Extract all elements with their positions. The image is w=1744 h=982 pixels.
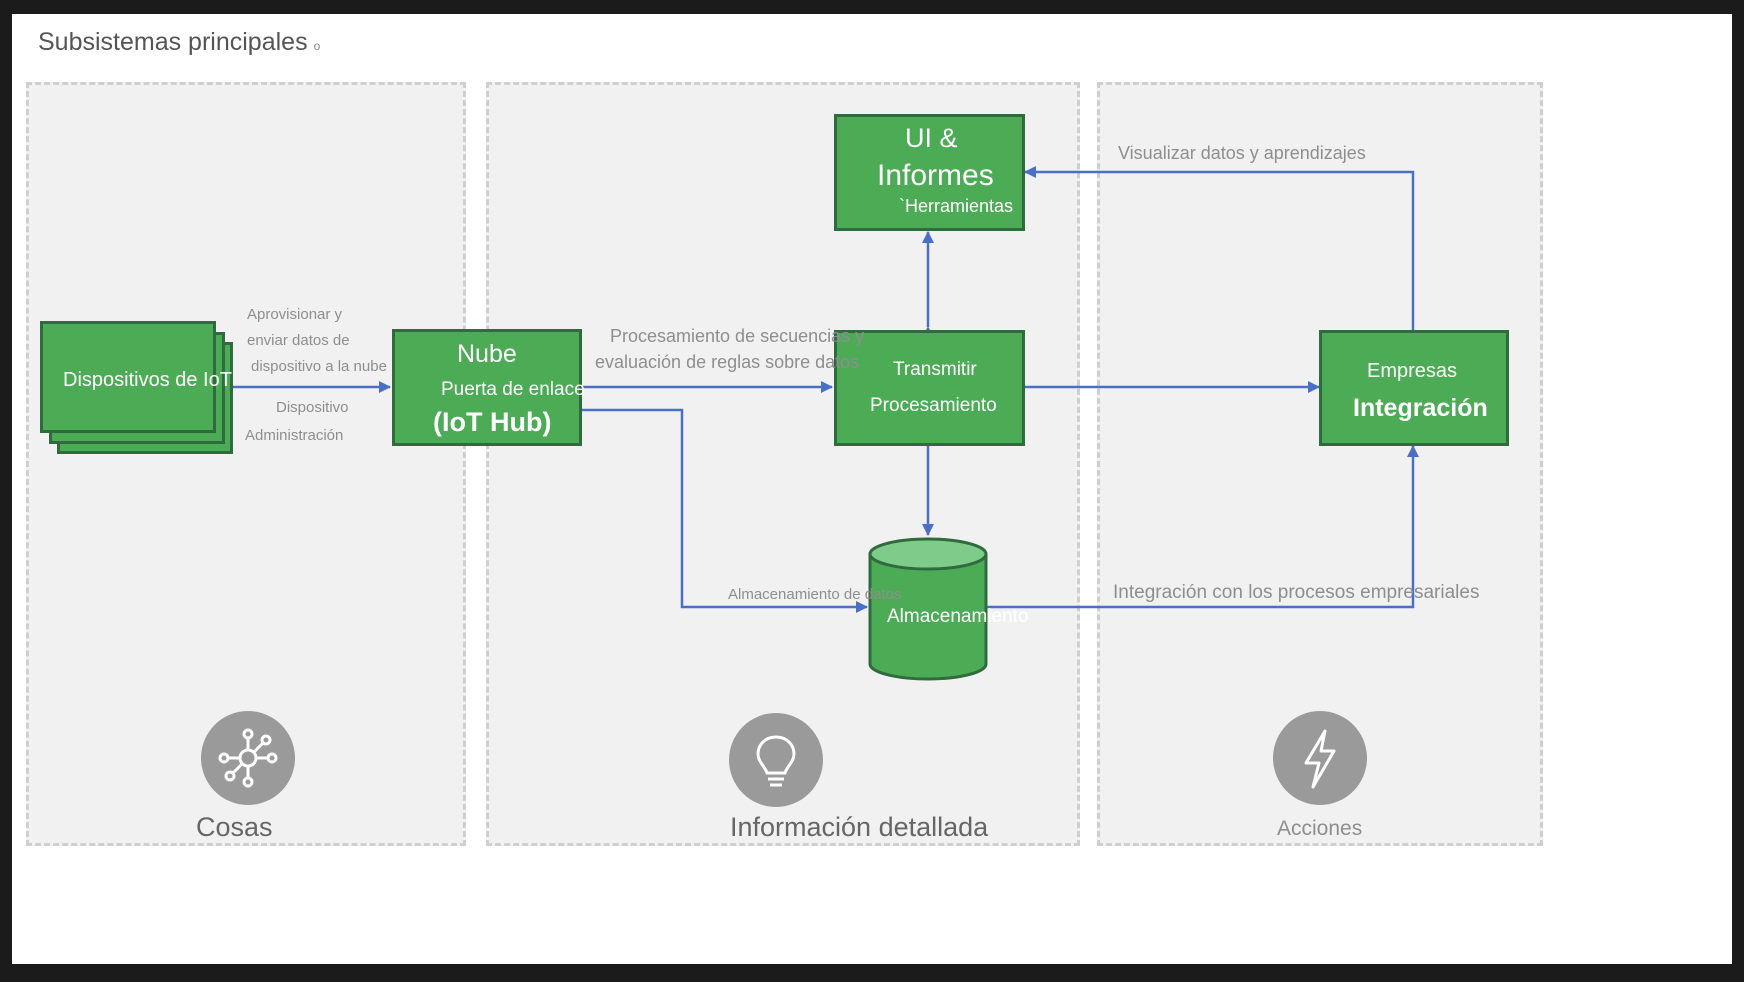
network-hub-icon <box>218 728 278 788</box>
business-line1: Empresas <box>1367 360 1458 382</box>
column-icon-insights <box>729 713 823 807</box>
lightning-bolt-icon <box>1304 729 1336 789</box>
business-integration-node: Empresas Integración <box>1319 330 1509 446</box>
label-integration: Integración con los procesos empresarial… <box>1113 582 1480 603</box>
label-stream-1: Procesamiento de secuencias y <box>610 326 865 346</box>
arrow-business-ui <box>1024 166 1415 330</box>
column-label-actions: Acciones <box>1277 817 1363 840</box>
arrow-gateway-storage <box>582 408 868 613</box>
iot-devices-node: Dispositivos de IoT <box>40 321 232 433</box>
arrow-storage-business <box>986 445 1419 609</box>
label-data-storage: Almacenamiento de datos <box>728 586 902 603</box>
stream-processing-node: Transmitir Procesamiento <box>834 330 1025 446</box>
ui-reports-node: UI & Informes `Herramientas <box>834 114 1025 231</box>
label-provision-1: Aprovisionar y <box>247 306 343 323</box>
column-icon-things <box>201 711 295 805</box>
column-label-things: Cosas <box>196 812 273 842</box>
gateway-line2: Puerta de enlace <box>441 379 585 400</box>
column-icon-actions <box>1273 711 1367 805</box>
connector-layer <box>221 166 1419 613</box>
label-visualize: Visualizar datos y aprendizajes <box>1118 143 1366 163</box>
cloud-gateway-node: Nube Puerta de enlace (IoT Hub) <box>392 329 585 446</box>
iot-devices-label: Dispositivos de IoT <box>63 369 232 391</box>
business-line2: Integración <box>1353 394 1488 422</box>
storage-label: Almacenamiento <box>887 606 1029 627</box>
gateway-line3: (IoT Hub) <box>433 407 552 437</box>
title-marker: o <box>313 39 321 53</box>
storage-cylinder <box>868 537 988 681</box>
lightbulb-icon <box>756 735 796 787</box>
column-label-insights: Información detallada <box>730 812 989 842</box>
label-device-mgmt-1: Dispositivo <box>276 399 349 416</box>
stream-line1: Transmitir <box>893 359 977 380</box>
label-provision-2: enviar datos de <box>247 332 350 349</box>
label-stream-2: evaluación de reglas sobre datos <box>595 352 860 372</box>
label-device-mgmt-2: Administración <box>245 427 344 444</box>
ui-reports-line3: `Herramientas <box>899 196 1014 216</box>
stream-line2: Procesamiento <box>870 395 997 416</box>
gateway-line1: Nube <box>457 340 517 368</box>
ui-reports-line2: Informes <box>877 159 994 192</box>
label-provision-3: dispositivo a la nube <box>251 358 387 375</box>
ui-reports-line1: UI & <box>905 123 958 153</box>
